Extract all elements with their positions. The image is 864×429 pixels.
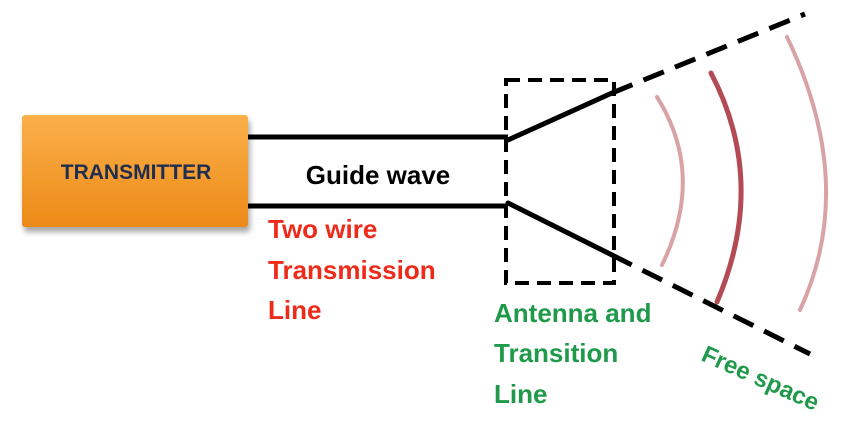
- antenna-label-line1: Antenna and: [494, 298, 651, 328]
- transmitter-label: TRANSMITTER: [61, 161, 212, 184]
- antenna-transition-box: [504, 78, 616, 285]
- wavefront-inner: [655, 95, 685, 267]
- wavefront-middle: [708, 70, 744, 305]
- antenna-lower-arm: [505, 200, 615, 258]
- antenna-label-line2: Transition: [494, 338, 618, 368]
- antenna-upper-arm: [505, 90, 615, 143]
- transmission-line-label-line2: Transmission: [268, 255, 436, 285]
- transmission-line-label-line3: Line: [268, 295, 321, 325]
- free-space-lower-boundary: [610, 252, 812, 357]
- guide-wave-label: Guide wave: [306, 160, 451, 190]
- antenna-label-line3: Line: [494, 379, 547, 409]
- transmission-line-label-line1: Two wire: [268, 214, 377, 244]
- free-space-upper-boundary: [611, 11, 806, 96]
- wavefront-outer: [785, 35, 829, 312]
- transmitter-block: [22, 115, 248, 227]
